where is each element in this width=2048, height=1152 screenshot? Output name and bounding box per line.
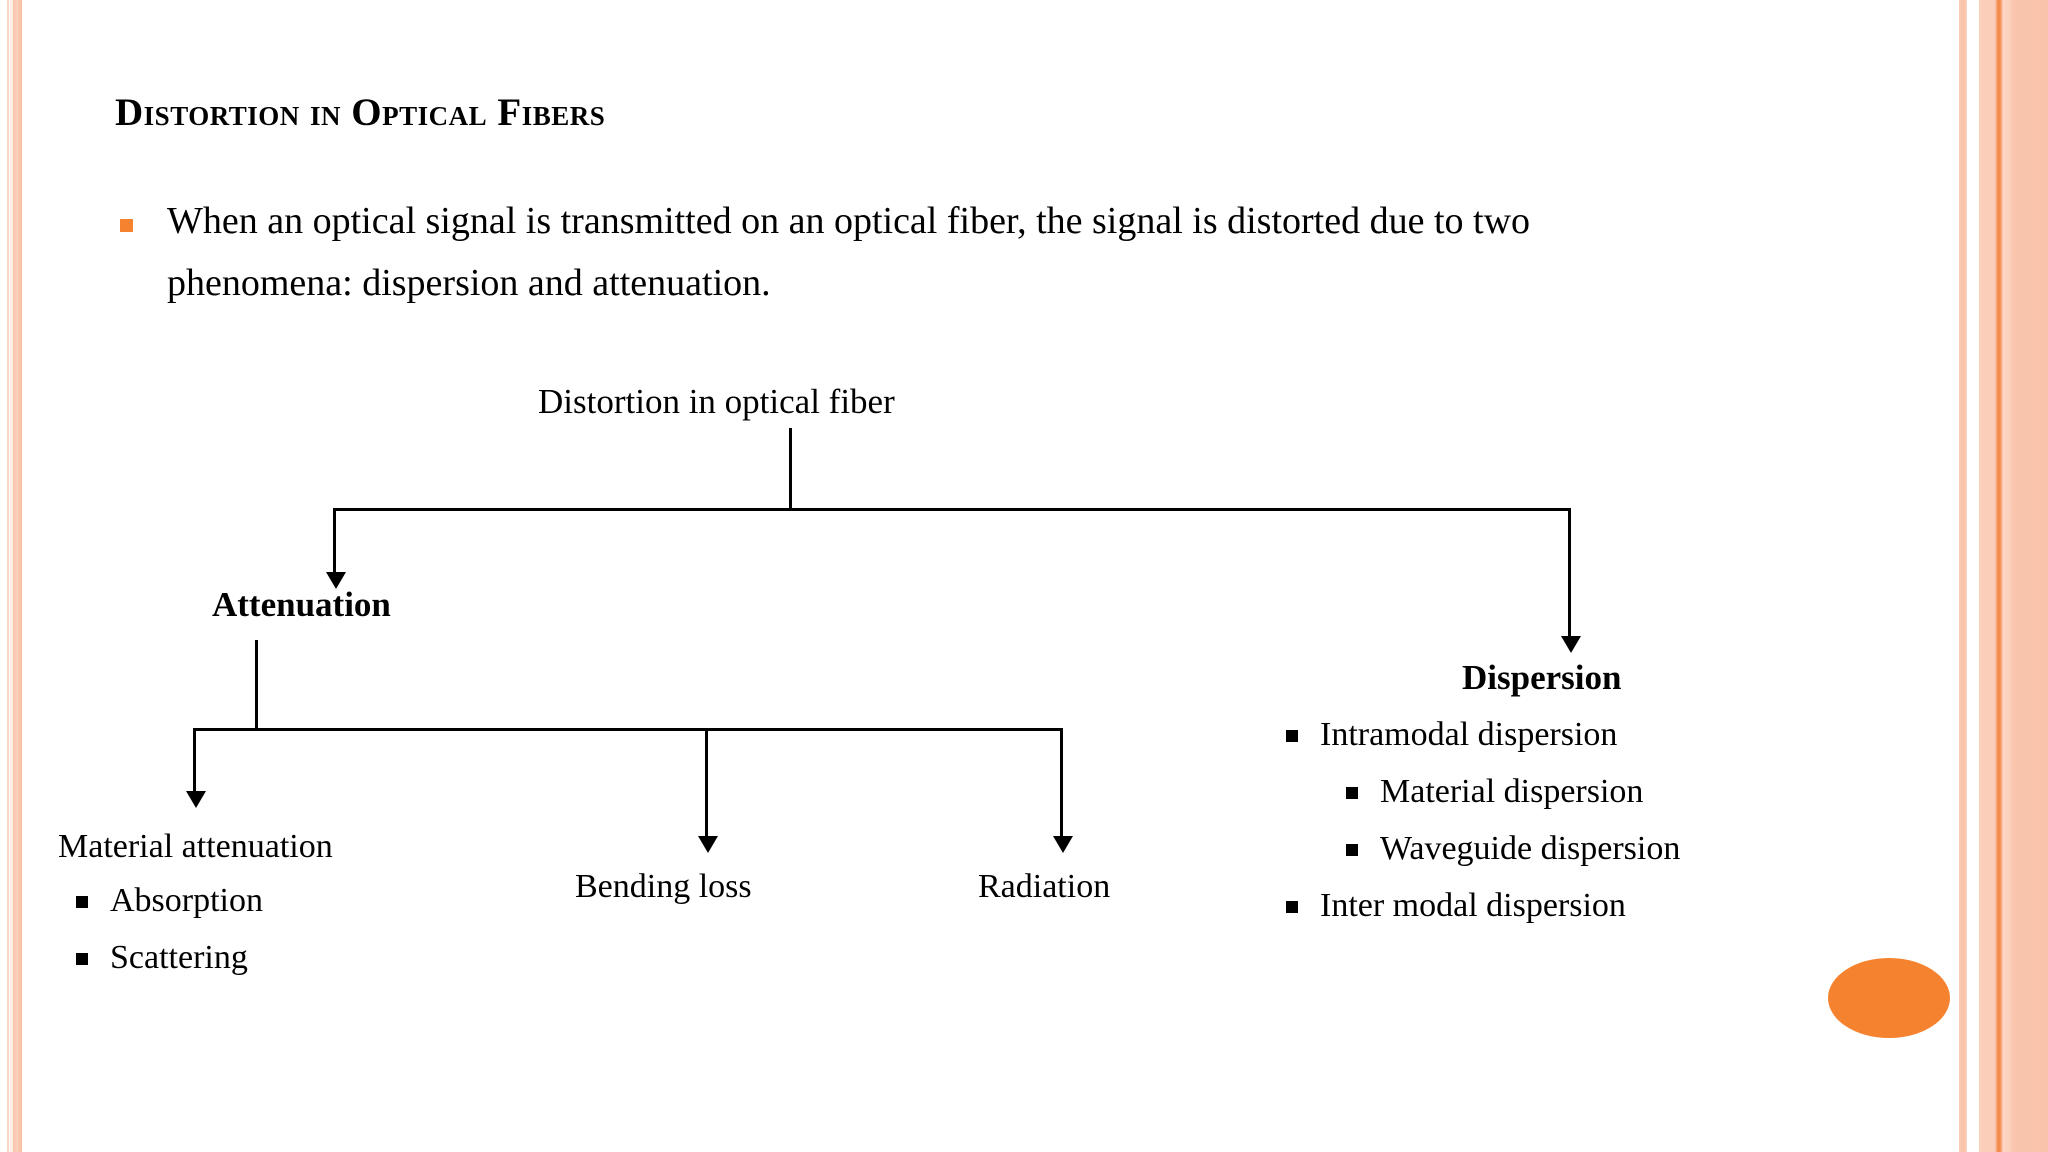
diagram-node-attenuation: Attenuation xyxy=(212,585,391,624)
page-title: Distortion in Optical Fibers xyxy=(115,91,606,134)
connector-attenuation-stem xyxy=(255,640,258,730)
body-bullet-text: When an optical signal is transmitted on… xyxy=(167,200,1531,304)
list-item-label: Waveguide dispersion xyxy=(1380,830,1681,867)
material-attenuation-sublist: Absorption Scattering xyxy=(58,872,263,986)
right-edge-band xyxy=(1979,0,2048,1152)
list-item-label: Scattering xyxy=(110,939,248,976)
bullet-square-icon xyxy=(76,896,88,908)
arrowhead-attenuation-icon xyxy=(326,572,346,589)
connector-level2-bus xyxy=(255,728,1063,731)
list-item-label: Inter modal dispersion xyxy=(1320,887,1626,924)
connector-to-bending-loss xyxy=(705,728,708,838)
bullet-square-icon xyxy=(76,953,88,965)
diagram-node-dispersion: Dispersion xyxy=(1462,658,1622,697)
list-item: Waveguide dispersion xyxy=(1268,820,1680,877)
left-edge-stripe-outer xyxy=(7,0,9,1152)
dispersion-sublist: Intramodal dispersion Material dispersio… xyxy=(1268,706,1680,934)
bullet-square-icon xyxy=(1286,901,1298,913)
diagram-node-root: Distortion in optical fiber xyxy=(538,382,895,421)
arrowhead-dispersion-icon xyxy=(1561,636,1581,653)
body-bullet-list: When an optical signal is transmitted on… xyxy=(120,190,1570,314)
bullet-square-icon xyxy=(1346,787,1358,799)
right-edge-stripe-thin xyxy=(1959,0,1967,1152)
left-edge-stripe-peach xyxy=(13,0,22,1152)
list-item-label: Material dispersion xyxy=(1380,773,1644,810)
connector-root-stem xyxy=(789,428,792,509)
connector-level2-bus-left xyxy=(193,728,258,731)
arrowhead-bending-loss-icon xyxy=(698,836,718,853)
bullet-square-icon xyxy=(1286,730,1298,742)
diagram-node-material-attenuation: Material attenuation xyxy=(58,828,333,865)
bullet-square-icon xyxy=(1346,844,1358,856)
list-item: Inter modal dispersion xyxy=(1268,877,1680,934)
connector-to-dispersion xyxy=(1568,508,1571,638)
list-item-label: Absorption xyxy=(110,882,263,919)
arrowhead-radiation-icon xyxy=(1053,836,1073,853)
diagram-node-radiation: Radiation xyxy=(978,868,1111,905)
bullet-square-icon xyxy=(120,219,133,232)
connector-level1-bus xyxy=(333,508,1571,511)
left-edge-stripe-cream xyxy=(10,0,13,1152)
list-item: Intramodal dispersion xyxy=(1268,706,1680,763)
diagram-node-bending-loss: Bending loss xyxy=(575,868,752,905)
connector-to-attenuation xyxy=(333,508,336,574)
list-item: Material dispersion xyxy=(1268,763,1680,820)
connector-to-material-attenuation xyxy=(193,728,196,793)
orange-ellipse-decoration xyxy=(1828,958,1950,1038)
list-item: Scattering xyxy=(58,929,263,986)
list-item: Absorption xyxy=(58,872,263,929)
arrowhead-material-attenuation-icon xyxy=(186,791,206,808)
list-item-label: Intramodal dispersion xyxy=(1320,716,1618,753)
connector-to-radiation xyxy=(1060,728,1063,838)
